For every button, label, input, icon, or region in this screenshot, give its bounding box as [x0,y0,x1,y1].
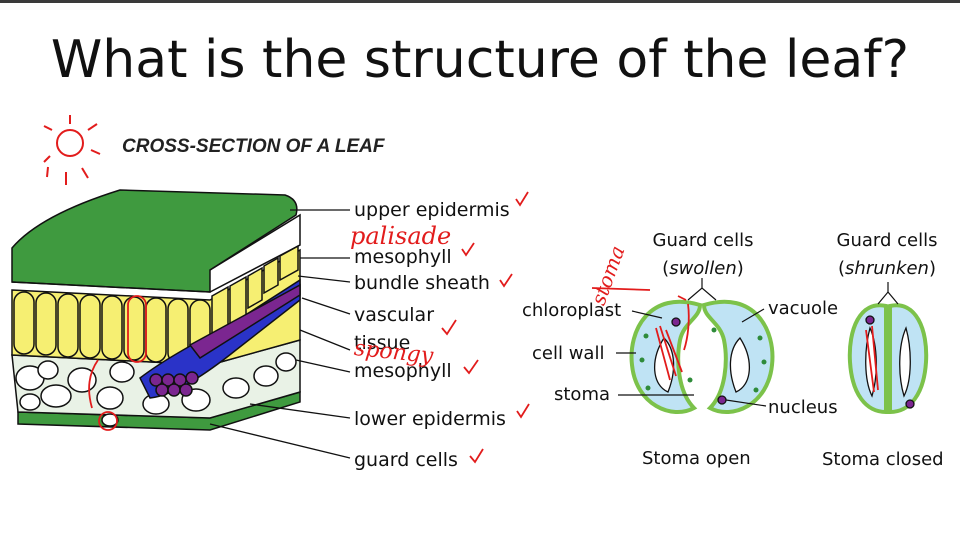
label-vacuole: vacuole [768,298,839,319]
label-lower-epidermis: lower epidermis [354,408,506,430]
leaf-leader-lines [209,209,351,459]
label-shrunken: (shrunken) [838,258,936,279]
leaf-cross-section [11,189,301,431]
diagram-subtitle: CROSS-SECTION OF A LEAF [122,136,385,157]
label-tissue: tissue [354,332,411,354]
page-title: What is the structure of the leaf? [50,30,910,90]
label-guard-cells: guard cells [354,449,458,471]
stoma-open-diagram [629,299,775,414]
label-cell-wall: cell wall [532,343,605,364]
label-guard-cells-closed: Guard cells [836,230,938,251]
label-stoma-open: Stoma open [642,448,751,469]
stoma-closed-leaders [877,282,899,305]
sun-doodle-icon [43,115,101,185]
label-stoma: stoma [554,384,611,405]
label-mesophyll-spongy: mesophyll [354,360,452,382]
stoma-open-leaders [616,278,767,407]
label-swollen: (swollen) [662,258,744,279]
spongy-cells [15,352,297,415]
label-stoma-closed: Stoma closed [822,449,944,470]
label-bundle-sheath: bundle sheath [354,272,490,294]
label-vascular: vascular [354,304,435,326]
upper-epidermis-layer [11,189,298,293]
label-chloroplast: chloroplast [522,300,622,321]
label-upper-epidermis: upper epidermis [354,199,510,221]
label-nucleus: nucleus [768,397,838,418]
label-guard-cells-open: Guard cells [652,230,754,251]
stoma-closed-diagram [847,303,929,415]
annotation-palisade: palisade [350,222,452,250]
top-border [0,0,960,3]
label-mesophyll-palisade: mesophyll [354,246,452,268]
xylem-cells [149,371,199,397]
palisade-side-cells [211,244,299,346]
red-annotation-marks [88,191,879,464]
